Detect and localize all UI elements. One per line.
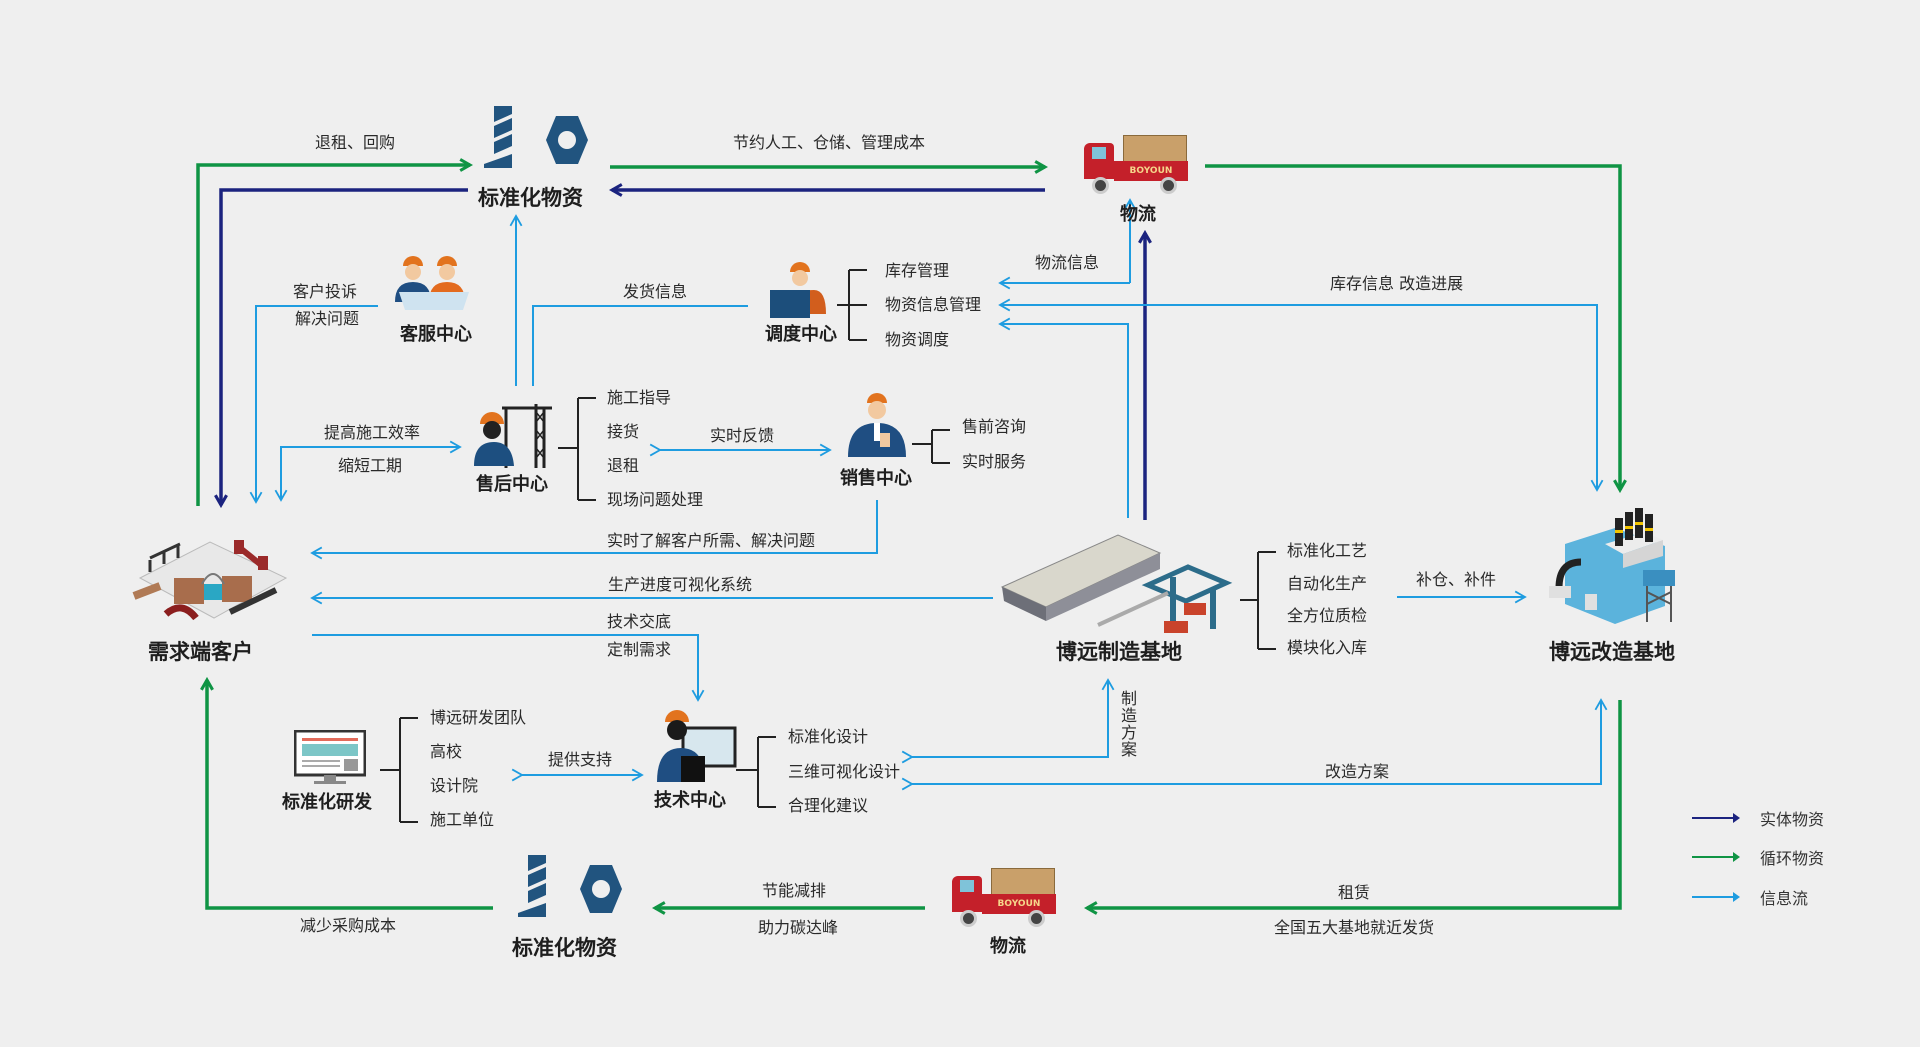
flow-dispatch-to-aftersales [532,305,748,386]
tech-center-item: 三维可视化设计 [788,762,901,781]
customer-title: 需求端客户 [148,640,253,664]
after-sales-title: 售后中心 [476,474,548,495]
std-rnd-item: 博远研发团队 [430,708,527,727]
flow-label: 制造方案 [1118,690,1137,758]
std-rnd-item: 高校 [430,742,463,761]
std-rnd-title: 标准化研发 [282,792,372,813]
renovation-title: 博远改造基地 [1549,640,1675,664]
sales-item: 售前咨询 [962,417,1027,436]
flow-label: 改造方案 [1325,762,1390,781]
manufacturing-item: 自动化生产 [1287,574,1368,593]
workers-icon [395,256,469,310]
flow-label: 发货信息 [623,282,688,301]
std-rnd-item: 施工单位 [430,810,495,829]
monitor-icon [294,730,366,784]
flow-label: 客户投诉 [293,282,358,301]
flow-sales-to-customer [310,500,878,560]
truck-icon[interactable]: BOYOUN [946,868,1058,930]
truck-icon[interactable]: BOYOUN [1078,135,1190,197]
dispatch-item: 库存管理 [885,261,950,280]
flow-label: 提供支持 [548,750,613,769]
flow-label: 物流信息 [1035,253,1100,272]
flow-service-to-customer [249,305,378,504]
after-sales-item: 退租 [607,456,640,475]
industrial-plant-icon[interactable] [1545,508,1685,626]
tech-center-title: 技术中心 [654,790,726,811]
bolt-nut-icon [518,855,622,917]
flow-mfg-plan [901,678,1115,764]
manufacturing-item: 全方位质检 [1287,606,1368,625]
flow-label: 生产进度可视化系统 [608,575,753,594]
dispatcher-icon [770,262,826,318]
flow-label: 缩短工期 [338,456,403,475]
legend-item-recycle: 循环物资 [1692,845,1824,869]
dispatch-title: 调度中心 [765,324,837,345]
flow-renovation-to-dispatch [998,298,1598,485]
manufacturing-item: 模块化入库 [1287,638,1368,657]
after-sales-item: 接货 [607,422,640,441]
legend-item-physical: 实体物资 [1692,806,1824,830]
legend-arrow-icon [1692,813,1740,823]
flow-factory-to-dispatch [998,317,1129,518]
sales-item: 实时服务 [962,452,1027,471]
manufacturing-title: 博远制造基地 [1056,640,1182,664]
flow-label: 退租、回购 [315,133,396,152]
dispatch-item: 物资信息管理 [885,295,982,314]
std-rnd-item: 设计院 [430,776,479,795]
legend-item-info: 信息流 [1692,885,1808,909]
logistics-bottom-title: 物流 [990,936,1026,957]
salesman-icon [848,393,906,457]
flow-material-to-customer [207,680,493,910]
engineer-computer-icon [657,710,737,782]
dispatch-item: 物资调度 [885,330,950,349]
flow-label: 节约人工、仓储、管理成本 [733,133,926,152]
manufacturing-item: 标准化工艺 [1287,541,1368,560]
legend-arrow-icon [1692,892,1740,902]
bolt-nut-icon [484,106,588,168]
flow-label: 定制需求 [607,640,672,659]
tech-center-item: 标准化设计 [788,727,869,746]
city-bridges-icon[interactable] [130,528,294,628]
flow-logistics-to-renovation [1205,164,1620,490]
flow-label: 助力碳达峰 [758,918,839,937]
std-material-top-title: 标准化物资 [478,186,583,210]
factory-warehouse-icon[interactable] [998,525,1238,635]
flow-label: 库存信息 改造进展 [1330,274,1464,293]
flow-label: 解决问题 [295,309,360,328]
flow-customer-to-tech [312,634,705,702]
flow-label: 技术交底 [607,612,672,631]
flow-customer-to-material [196,165,470,506]
tech-center-item: 合理化建议 [788,796,869,815]
flow-label: 补仓、补件 [1416,570,1497,589]
std-material-bottom-title: 标准化物资 [512,936,617,960]
flow-renovation-to-logistics-bottom [1087,700,1622,908]
flow-label: 节能减排 [762,881,827,900]
after-sales-item: 现场问题处理 [607,490,704,509]
flow-label: 实时反馈 [710,426,775,445]
legend-arrow-icon [1692,852,1740,862]
flow-label: 实时了解客户所需、解决问题 [607,531,816,550]
after-sales-item: 施工指导 [607,388,672,407]
flow-label: 全国五大基地就近发货 [1274,918,1435,937]
flow-renovation-plan [901,698,1608,791]
logistics-top-title: 物流 [1120,204,1156,225]
flow-label: 租赁 [1338,883,1371,902]
crane-worker-icon [474,404,552,468]
flow-material-to-customer-navy [221,188,468,505]
customer-service-title: 客服中心 [400,324,472,345]
flow-label: 减少采购成本 [300,916,397,935]
sales-title: 销售中心 [840,468,912,489]
flow-label: 提高施工效率 [324,423,421,442]
